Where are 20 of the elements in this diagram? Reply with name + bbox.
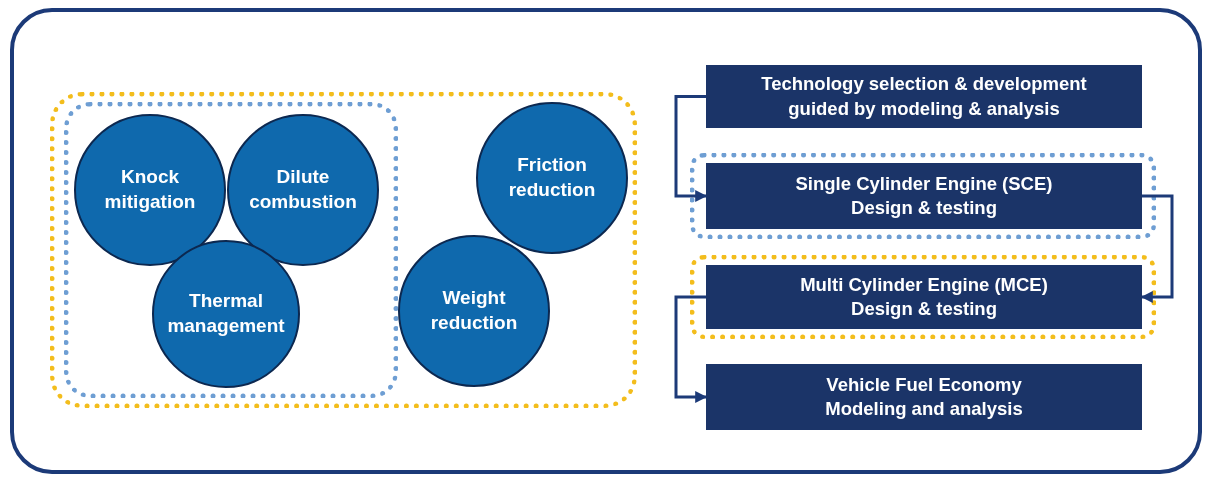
dotted-group-frame: [64, 102, 398, 398]
process-box: [706, 364, 1142, 430]
dotted-group-frame: [690, 153, 1156, 239]
node-text: Vehicle Fuel Economy Modeling and analysis: [824, 372, 1024, 421]
process-box: [706, 265, 1142, 329]
node-text: Single Cylinder Engine (SCE) Design & testing: [794, 171, 1054, 220]
arrow: [674, 295, 708, 403]
arrow: [1140, 194, 1174, 303]
node-text: Technology selection & development guided by modeling & analysis: [760, 72, 1088, 121]
node-text: Friction reduction: [507, 153, 597, 202]
process-box: [706, 163, 1142, 229]
node-text: Weight reduction: [429, 286, 519, 335]
process-box: [706, 65, 1142, 128]
arrow: [674, 95, 708, 202]
node-text: Knock mitigation: [103, 165, 197, 214]
node-text: Multi Cylinder Engine (MCE) Design & testing: [799, 272, 1049, 321]
node-text: Dilute combustion: [248, 165, 358, 214]
dotted-group-frame: [690, 255, 1156, 339]
node-text: Thermal management: [166, 289, 286, 338]
dotted-group-frame: [50, 92, 637, 408]
